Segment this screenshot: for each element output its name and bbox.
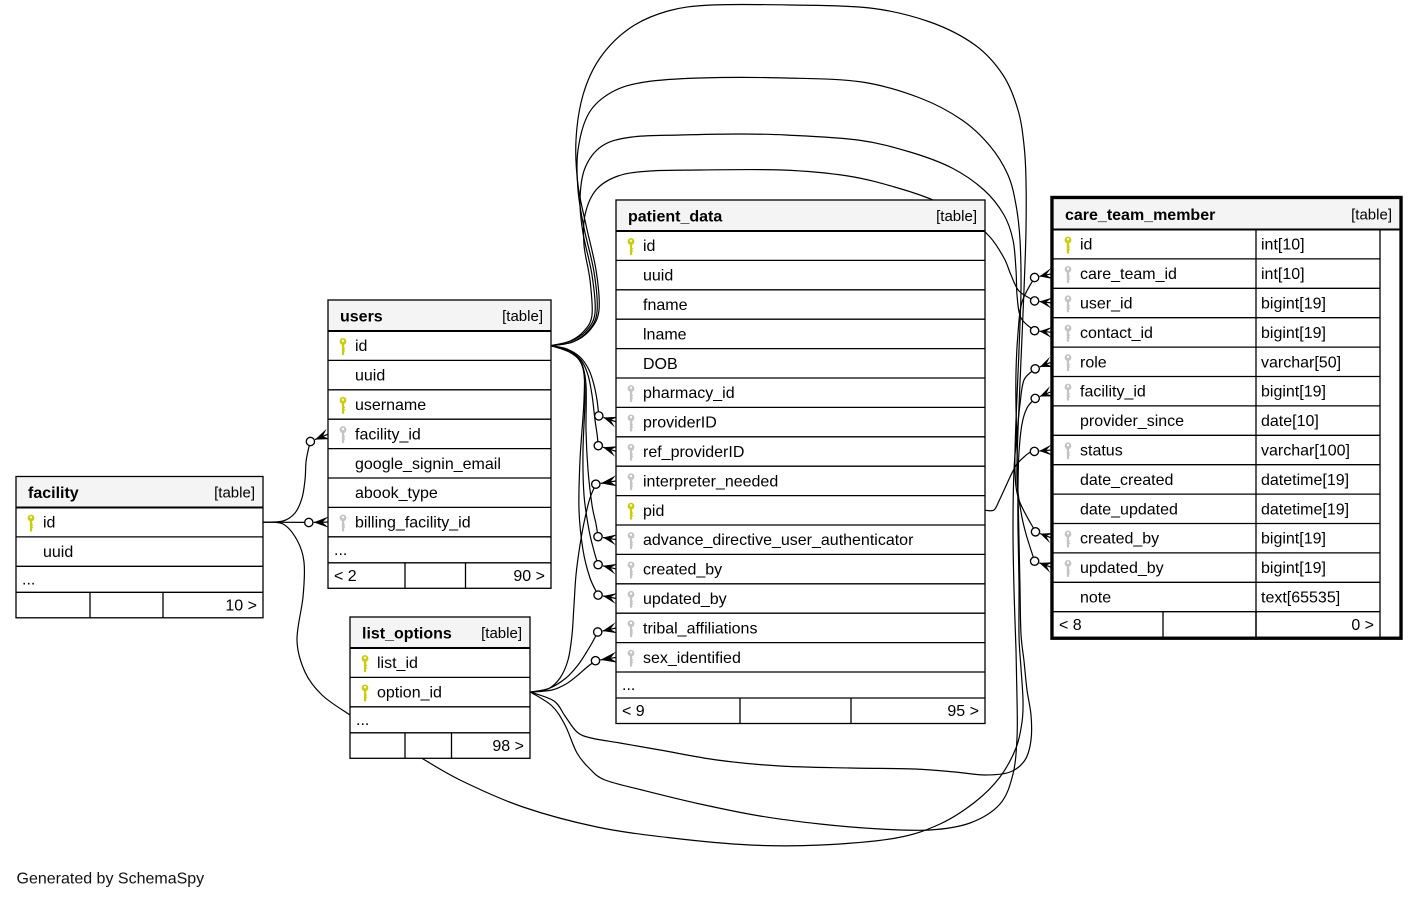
svg-text:interpreter_needed: interpreter_needed bbox=[643, 473, 778, 490]
svg-text:created_by: created_by bbox=[643, 562, 722, 579]
svg-text:abook_type: abook_type bbox=[355, 485, 438, 502]
svg-text:bigint[19]: bigint[19] bbox=[1261, 296, 1326, 313]
svg-text:list_id: list_id bbox=[377, 655, 418, 672]
svg-text:varchar[50]: varchar[50] bbox=[1261, 354, 1341, 371]
svg-text:google_signin_email: google_signin_email bbox=[355, 456, 501, 473]
svg-text:bigint[19]: bigint[19] bbox=[1261, 384, 1326, 401]
svg-text:ref_providerID: ref_providerID bbox=[643, 444, 744, 461]
svg-text:id: id bbox=[643, 238, 655, 255]
svg-text:[table]: [table] bbox=[502, 308, 543, 325]
svg-text:date_updated: date_updated bbox=[1080, 501, 1178, 518]
svg-text:...: ... bbox=[22, 571, 35, 588]
svg-text:facility: facility bbox=[28, 485, 79, 502]
svg-text:int[10]: int[10] bbox=[1261, 266, 1305, 283]
svg-text:...: ... bbox=[334, 542, 347, 559]
svg-text:advance_directive_user_authent: advance_directive_user_authenticator bbox=[643, 532, 914, 549]
svg-text:lname: lname bbox=[643, 326, 687, 343]
svg-text:note: note bbox=[1080, 590, 1111, 607]
svg-text:contact_id: contact_id bbox=[1080, 325, 1153, 342]
svg-text:role: role bbox=[1080, 354, 1107, 371]
svg-text:username: username bbox=[355, 397, 426, 414]
svg-text:provider_since: provider_since bbox=[1080, 413, 1184, 430]
svg-text:< 9: < 9 bbox=[622, 703, 645, 720]
svg-text:care_team_member: care_team_member bbox=[1065, 207, 1215, 224]
svg-text:user_id: user_id bbox=[1080, 296, 1132, 313]
svg-text:bigint[19]: bigint[19] bbox=[1261, 325, 1326, 342]
svg-text:billing_facility_id: billing_facility_id bbox=[355, 515, 471, 532]
svg-text:bigint[19]: bigint[19] bbox=[1261, 560, 1326, 577]
svg-text:tribal_affiliations: tribal_affiliations bbox=[643, 620, 757, 637]
svg-text:int[10]: int[10] bbox=[1261, 237, 1305, 254]
svg-text:updated_by: updated_by bbox=[1080, 560, 1164, 577]
svg-text:care_team_id: care_team_id bbox=[1080, 266, 1177, 283]
svg-text:90 >: 90 > bbox=[513, 568, 545, 585]
svg-text:...: ... bbox=[622, 677, 635, 694]
svg-text:pharmacy_id: pharmacy_id bbox=[643, 385, 735, 402]
svg-text:datetime[19]: datetime[19] bbox=[1261, 472, 1349, 489]
svg-text:list_options: list_options bbox=[362, 626, 452, 643]
svg-text:sex_identified: sex_identified bbox=[643, 650, 741, 667]
svg-text:text[65535]: text[65535] bbox=[1261, 590, 1340, 607]
svg-text:uuid: uuid bbox=[43, 544, 73, 561]
svg-text:uuid: uuid bbox=[643, 268, 673, 285]
svg-text:varchar[100]: varchar[100] bbox=[1261, 443, 1350, 460]
svg-text:id: id bbox=[43, 515, 55, 532]
svg-text:10 >: 10 > bbox=[225, 598, 257, 615]
svg-text:< 2: < 2 bbox=[334, 568, 357, 585]
svg-text:pid: pid bbox=[643, 503, 664, 520]
svg-text:DOB: DOB bbox=[643, 356, 678, 373]
svg-text:0 >: 0 > bbox=[1351, 617, 1374, 634]
svg-text:created_by: created_by bbox=[1080, 531, 1159, 548]
svg-text:< 8: < 8 bbox=[1059, 617, 1082, 634]
svg-text:datetime[19]: datetime[19] bbox=[1261, 501, 1349, 518]
svg-text:98 >: 98 > bbox=[492, 738, 524, 755]
svg-text:option_id: option_id bbox=[377, 685, 442, 702]
svg-text:date[10]: date[10] bbox=[1261, 413, 1319, 430]
svg-text:fname: fname bbox=[643, 297, 688, 314]
svg-text:95 >: 95 > bbox=[947, 703, 979, 720]
svg-text:bigint[19]: bigint[19] bbox=[1261, 531, 1326, 548]
svg-text:providerID: providerID bbox=[643, 415, 717, 432]
svg-text:...: ... bbox=[356, 712, 369, 729]
svg-text:date_created: date_created bbox=[1080, 472, 1173, 489]
svg-text:[table]: [table] bbox=[214, 485, 255, 502]
svg-text:[table]: [table] bbox=[1351, 207, 1392, 224]
svg-text:id: id bbox=[1080, 237, 1092, 254]
svg-text:[table]: [table] bbox=[936, 208, 977, 225]
svg-text:updated_by: updated_by bbox=[643, 591, 727, 608]
svg-text:id: id bbox=[355, 338, 367, 355]
svg-text:facility_id: facility_id bbox=[355, 426, 421, 443]
svg-text:users: users bbox=[340, 309, 383, 326]
svg-text:[table]: [table] bbox=[481, 625, 522, 642]
svg-text:Generated by SchemaSpy: Generated by SchemaSpy bbox=[17, 870, 205, 887]
svg-text:uuid: uuid bbox=[355, 368, 385, 385]
svg-text:status: status bbox=[1080, 443, 1123, 460]
svg-text:patient_data: patient_data bbox=[628, 209, 722, 226]
svg-text:facility_id: facility_id bbox=[1080, 384, 1146, 401]
